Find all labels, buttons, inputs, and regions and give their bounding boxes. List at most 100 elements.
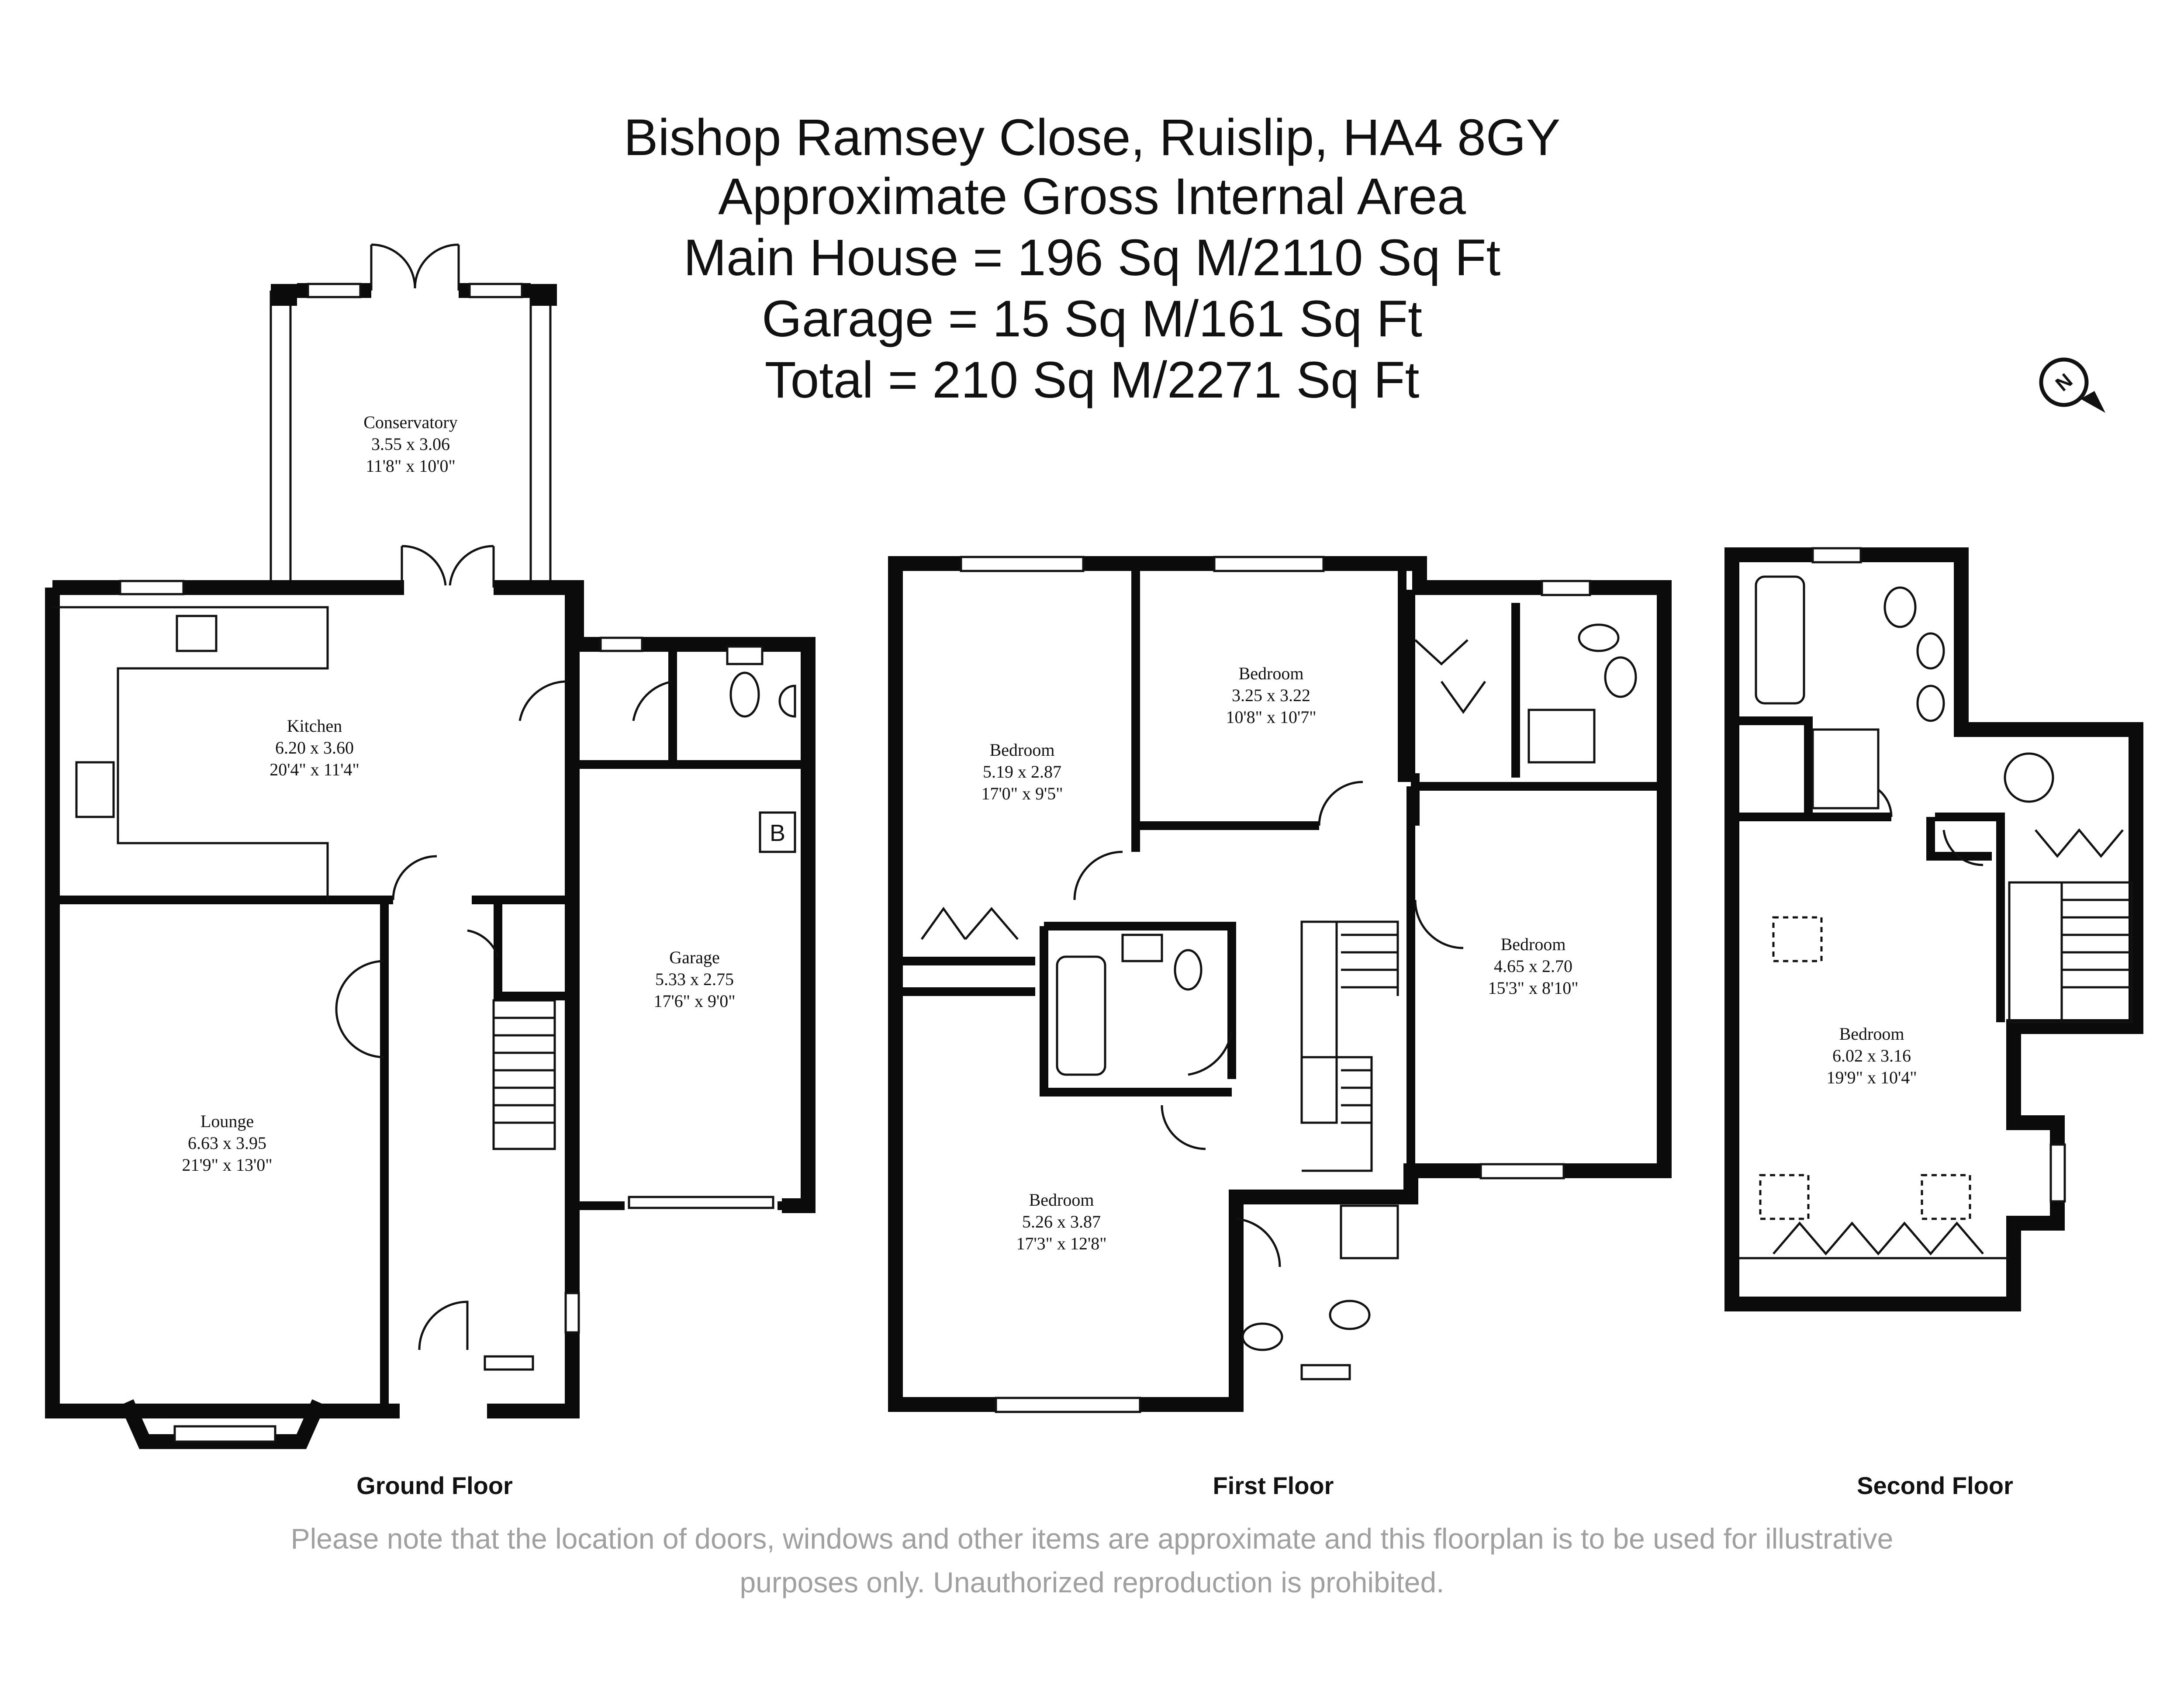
bedroom-c-imperial: 15'3" x 8'10"	[1488, 978, 1578, 998]
first-window-bedroom-d	[995, 1397, 1141, 1413]
garage-wall	[568, 764, 808, 1210]
utility-outer-wall	[569, 580, 816, 1213]
first-bedroom-partitions	[1131, 568, 1664, 1166]
bedroom-a-metric: 5.19 x 2.87	[983, 762, 1061, 782]
garage-area: Garage = 15 Sq M/161 Sq Ft	[762, 290, 1422, 348]
second-basin-1-icon	[1916, 632, 1945, 670]
utility-window	[599, 636, 643, 652]
second-stairs	[2008, 881, 2133, 1024]
wc-cistern-icon	[726, 645, 764, 665]
first-shower-room-toilet-icon	[1329, 1300, 1371, 1330]
bedroom-a-name: Bedroom	[990, 740, 1055, 760]
first-window-bedroom-c	[1479, 1163, 1565, 1180]
utility-partition	[572, 644, 808, 769]
lounge-metric: 6.63 x 3.95	[188, 1133, 266, 1153]
first-wardrobe-doors	[920, 639, 1486, 940]
kitchen-window	[119, 580, 185, 595]
kitchen-metric: 6.20 x 3.60	[275, 738, 354, 758]
boiler-label: B	[770, 820, 785, 846]
bedroom-d-name: Bedroom	[1029, 1190, 1094, 1210]
area-subtitle: Approximate Gross Internal Area	[718, 168, 1466, 225]
second-window-side	[2049, 1143, 2066, 1203]
ground-floor-plan: B Conservatory 3.55 x 3.06 11'8" x 10'0"…	[45, 243, 816, 1499]
first-stairs	[1300, 920, 1399, 1172]
conservatory-window-right	[468, 283, 523, 298]
first-floor-plan: Bedroom 5.19 x 2.87 17'0" x 9'5" Bedroom…	[888, 556, 1672, 1499]
first-bathroom-toilet-icon	[1174, 949, 1203, 991]
hob-icon	[75, 761, 115, 818]
garage-metric: 5.33 x 2.75	[655, 969, 734, 989]
second-internal-walls	[1734, 716, 2005, 1022]
garage-imperial: 17'6" x 9'0"	[653, 991, 735, 1011]
second-bedroom-imperial: 19'9" x 10'4"	[1826, 1068, 1917, 1087]
utility-door-arcs	[518, 680, 673, 721]
velux-window-2-icon	[1759, 1174, 1810, 1220]
garage-door-icon	[628, 1196, 774, 1209]
cupboard-door-arc	[467, 929, 499, 957]
disclaimer-line-1: Please note that the location of doors, …	[291, 1522, 1894, 1555]
disclaimer: Please note that the location of doors, …	[291, 1522, 1894, 1598]
conservatory-imperial: 11'8" x 10'0"	[366, 456, 456, 476]
conservatory-window-left	[307, 283, 362, 298]
second-outer-wall	[1724, 547, 2143, 1311]
first-bathroom-basin-icon	[1121, 934, 1163, 962]
first-bathroom-walls	[1040, 922, 1236, 1097]
front-door-arc	[418, 1301, 469, 1350]
wc-toilet-icon	[729, 671, 760, 718]
second-basin-2-icon	[1916, 685, 1945, 722]
second-floor-label: Second Floor	[1857, 1472, 2013, 1499]
second-toilet-icon	[1883, 586, 1917, 628]
north-arrow-icon: N	[2039, 357, 2105, 413]
first-bath-icon	[1056, 955, 1106, 1076]
second-cylinder-icon	[2004, 752, 2054, 803]
first-wardrobe-walls	[900, 957, 1035, 996]
bedroom-b-imperial: 10'8" x 10'7"	[1226, 707, 1316, 727]
kitchen-worktop	[52, 606, 329, 900]
header: Bishop Ramsey Close, Ruislip, HA4 8GY Ap…	[624, 109, 1561, 409]
first-ensuite-basin-icon	[1604, 656, 1637, 698]
first-ensuite-shower-icon	[1527, 709, 1596, 764]
lounge-french-doors	[335, 960, 385, 1058]
kitchen-french-doors	[401, 545, 495, 588]
wc-basin-icon	[778, 685, 796, 718]
second-bedroom-metric: 6.02 x 3.16	[1832, 1046, 1911, 1065]
kitchen-imperial: 20'4" x 11'4"	[270, 760, 359, 779]
bedroom-d-imperial: 17'3" x 12'8"	[1016, 1234, 1106, 1253]
sink-icon	[176, 615, 218, 652]
total-area: Total = 210 Sq M/2271 Sq Ft	[765, 351, 1420, 409]
main-house-area: Main House = 196 Sq M/2110 Sq Ft	[684, 229, 1500, 287]
first-window-shower-room	[1300, 1364, 1351, 1380]
second-window-bathroom	[1811, 547, 1862, 564]
hall-window	[484, 1355, 534, 1371]
second-bedroom-name: Bedroom	[1839, 1024, 1904, 1044]
property-address: Bishop Ramsey Close, Ruislip, HA4 8GY	[624, 109, 1561, 166]
bedroom-c-name: Bedroom	[1501, 934, 1566, 954]
conservatory-corner-right	[531, 284, 557, 306]
conservatory-name: Conservatory	[363, 412, 458, 432]
boiler-icon	[759, 811, 796, 853]
second-wardrobe-doors	[1738, 1221, 2009, 1259]
ground-stairs	[492, 999, 556, 1150]
second-floor-plan: Bedroom 6.02 x 3.16 19'9" x 10'4" Second…	[1724, 547, 2143, 1499]
first-door-arcs	[1073, 781, 1464, 1267]
first-window-bedroom-a	[960, 556, 1085, 572]
conservatory-metric: 3.55 x 3.06	[371, 434, 450, 454]
disclaimer-line-2: purposes only. Unauthorized reproduction…	[740, 1566, 1444, 1598]
second-cupboard-doors	[2035, 828, 2124, 858]
bedroom-a-imperial: 17'0" x 9'5"	[981, 784, 1063, 803]
second-bath-icon	[1755, 575, 1805, 705]
first-shower-room-basin-icon	[1241, 1322, 1283, 1351]
hall-cupboard-wall	[494, 904, 572, 1000]
kitchen-name: Kitchen	[287, 716, 342, 736]
conservatory-french-doors	[371, 243, 459, 289]
hall-door-arc	[392, 855, 437, 900]
bedroom-c-metric: 4.65 x 2.70	[1494, 956, 1572, 976]
first-window-ensuite	[1541, 580, 1591, 596]
first-ensuite-toilet-icon	[1578, 623, 1620, 652]
first-window-bedroom-b	[1213, 556, 1325, 572]
lounge-name: Lounge	[200, 1111, 254, 1131]
first-ensuite-walls	[1232, 590, 1520, 1201]
lounge-bay-window	[173, 1425, 276, 1443]
second-shower-icon	[1811, 728, 1880, 809]
hall-side-window	[564, 1292, 580, 1334]
